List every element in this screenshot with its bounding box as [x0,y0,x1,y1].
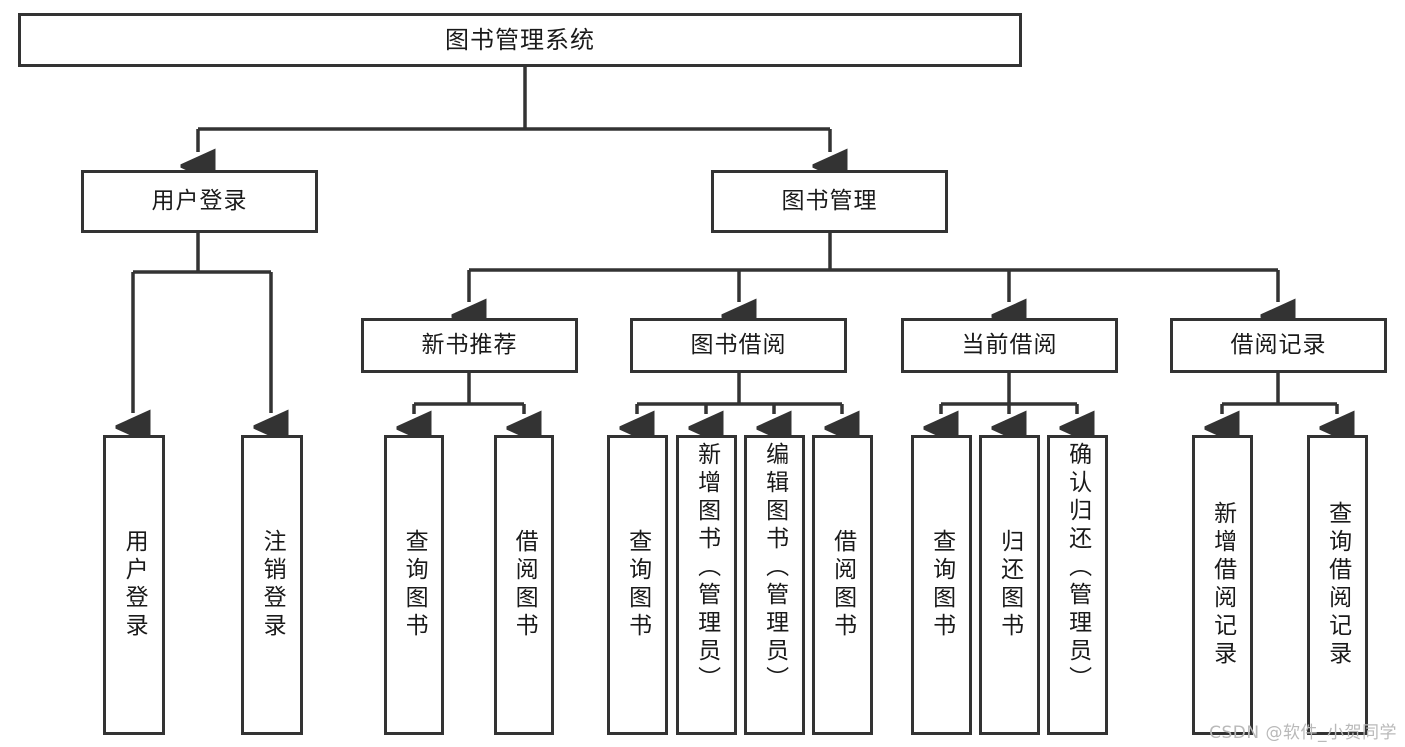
leaf-add-book-admin[interactable]: 新增图书（管理员） [676,435,737,735]
node-book-manage[interactable]: 图书管理 [711,170,948,233]
node-user-login[interactable]: 用户登录 [81,170,318,233]
node-current-borrow[interactable]: 当前借阅 [901,318,1118,373]
node-new-book-recommend[interactable]: 新书推荐 [361,318,578,373]
leaf-query-book-current[interactable]: 查询图书 [911,435,972,735]
watermark-csdn: CSDN @软件_小贺同学 [1209,723,1397,743]
node-root-system[interactable]: 图书管理系统 [18,13,1022,67]
leaf-logout-login[interactable]: 注销登录 [241,435,303,735]
leaf-borrow-book[interactable]: 借阅图书 [812,435,873,735]
leaf-query-book-recommend[interactable]: 查询图书 [384,435,444,735]
leaf-return-book[interactable]: 归还图书 [979,435,1040,735]
node-book-borrow[interactable]: 图书借阅 [630,318,847,373]
leaf-edit-book-admin[interactable]: 编辑图书（管理员） [744,435,805,735]
leaf-user-login[interactable]: 用户登录 [103,435,165,735]
leaf-query-borrow-record[interactable]: 查询借阅记录 [1307,435,1368,735]
node-borrow-record[interactable]: 借阅记录 [1170,318,1387,373]
leaf-query-book-borrow[interactable]: 查询图书 [607,435,668,735]
leaf-borrow-book-recommend[interactable]: 借阅图书 [494,435,554,735]
leaf-add-borrow-record[interactable]: 新增借阅记录 [1192,435,1253,735]
leaf-confirm-return-admin[interactable]: 确认归还（管理员） [1047,435,1108,735]
